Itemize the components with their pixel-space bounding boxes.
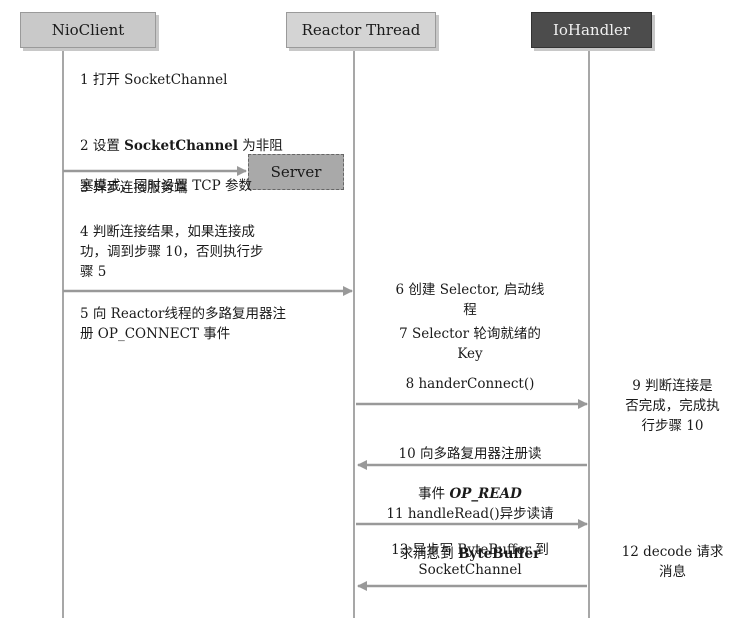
step-10: 10 向多路复用器注册读 事件 OP_READ xyxy=(365,424,575,504)
step-13: 13 异步写 ByteBuffer 到 SocketChannel xyxy=(391,542,549,578)
step-10-line1: 10 向多路复用器注册读 xyxy=(398,446,542,462)
actor-server: Server xyxy=(248,154,344,190)
step-8: 8 handerConnect() xyxy=(405,376,535,392)
actor-iohandler: IoHandler xyxy=(531,12,652,48)
step-1: 1 打开 SocketChannel xyxy=(80,72,228,88)
step-11-line1: 11 handleRead()异步读请 xyxy=(386,506,554,522)
actor-reactor-thread: Reactor Thread xyxy=(286,12,436,48)
step-11-prefix: 求消息到 xyxy=(399,546,459,562)
step-2: 2 设置 SocketChannel 为非阻 塞模式，同时设置 TCP 参数 xyxy=(80,116,283,196)
step-2-bold: SocketChannel xyxy=(124,138,238,154)
step-2-line2: 塞模式，同时设置 TCP 参数 xyxy=(80,178,252,194)
step-9: 9 判断连接是 否完成，完成执 行步骤 10 xyxy=(625,378,720,434)
step-4: 4 判断连接结果，如果连接成 功，调到步骤 10，否则执行步 骤 5 xyxy=(80,224,264,280)
step-10-prefix: 事件 xyxy=(418,486,450,502)
step-11-bold: ByteBuffer xyxy=(458,546,541,562)
step-6: 6 创建 Selector, 启动线 程 xyxy=(395,282,545,318)
step-12: 12 decode 请求 消息 xyxy=(621,544,724,580)
step-11: 11 handleRead()异步读请 求消息到 ByteBuffer xyxy=(365,484,575,564)
step-5: 5 向 Reactor线程的多路复用器注 册 OP_CONNECT 事件 xyxy=(80,306,286,342)
step-10-bold: OP_READ xyxy=(449,486,522,502)
step-2-prefix: 2 设置 xyxy=(80,138,125,154)
step-2-suffix: 为非阻 xyxy=(237,138,283,154)
actor-nioclient: NioClient xyxy=(20,12,156,48)
step-3: 3 异步连接服务端 xyxy=(80,180,188,196)
step-7: 7 Selector 轮询就绪的 Key xyxy=(399,326,541,362)
